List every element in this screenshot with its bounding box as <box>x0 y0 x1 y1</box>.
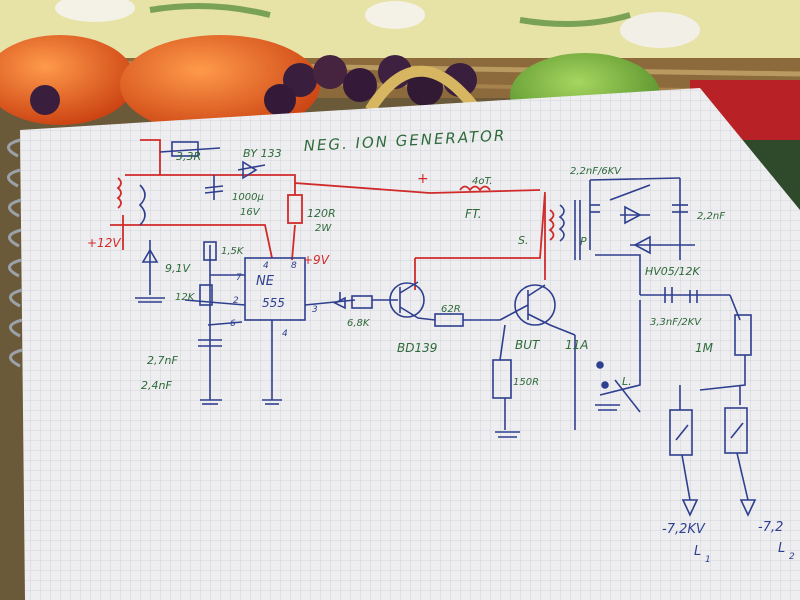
label-zener: 9,1V <box>165 262 191 275</box>
label-r12k: 12K <box>175 292 196 303</box>
label-pin8: 8 <box>291 261 297 271</box>
label-555: 555 <box>262 296 285 310</box>
label-c1000v: 16V <box>240 207 261 218</box>
label-l2-sub: 2 <box>789 552 795 562</box>
label-pin4a: 4 <box>263 261 269 271</box>
red-wiring <box>110 139 555 290</box>
label-ft: FT. <box>465 207 482 221</box>
label-turns: 4oT. <box>472 176 493 187</box>
label-r62: 62R <box>441 304 461 315</box>
label-s: S. <box>518 234 528 247</box>
label-c22b: 2,2nF <box>697 211 725 222</box>
label-but: BUT <box>515 338 541 352</box>
label-pin7: 7 <box>236 273 242 283</box>
label-r120: 120R <box>307 207 336 220</box>
label-9v: +9V <box>303 253 330 267</box>
label-pin3: 3 <box>312 305 318 315</box>
tablecloth-flowers <box>55 0 700 48</box>
label-r1m: 1M <box>695 341 714 355</box>
label-l: L. <box>622 375 632 388</box>
label-r150: 150R <box>513 377 539 388</box>
label-plus: + <box>417 171 429 187</box>
label-c22a: 2,2nF/6KV <box>570 166 622 177</box>
label-r120w: 2W <box>315 223 332 234</box>
label-r68k: 6,8K <box>347 318 371 329</box>
label-r33: 3,3R <box>176 150 201 163</box>
label-hv: HV05/12K <box>645 265 700 278</box>
label-c27: 2,7nF <box>147 354 178 367</box>
label-pin6: 6 <box>230 319 236 329</box>
label-but11a: 11A <box>565 338 588 352</box>
label-p: P <box>580 235 587 248</box>
label-l1-sub: 1 <box>705 555 711 565</box>
label-c24: 2,4nF <box>141 379 172 392</box>
label-c1000: 1000µ <box>232 192 264 203</box>
spiral-binding <box>7 138 23 368</box>
label-l2: L <box>778 541 785 556</box>
label-12v: +12V <box>87 236 121 250</box>
label-ne: NE <box>256 274 275 289</box>
label-bd139: BD139 <box>397 341 437 355</box>
label-out1: -7,2KV <box>662 522 706 537</box>
label-by133: BY 133 <box>243 147 282 160</box>
label-r15k: 1,5K <box>221 246 245 257</box>
graph-paper-grid <box>20 88 800 600</box>
label-c33: 3,3nF/2KV <box>650 317 702 328</box>
label-l1: L <box>694 544 701 559</box>
blue-wiring <box>135 141 757 517</box>
label-pin4b: 4 <box>282 329 288 339</box>
label-out2: -7,2 <box>758 520 783 535</box>
label-pin2: 2 <box>233 296 239 306</box>
basket-handle <box>365 65 485 119</box>
